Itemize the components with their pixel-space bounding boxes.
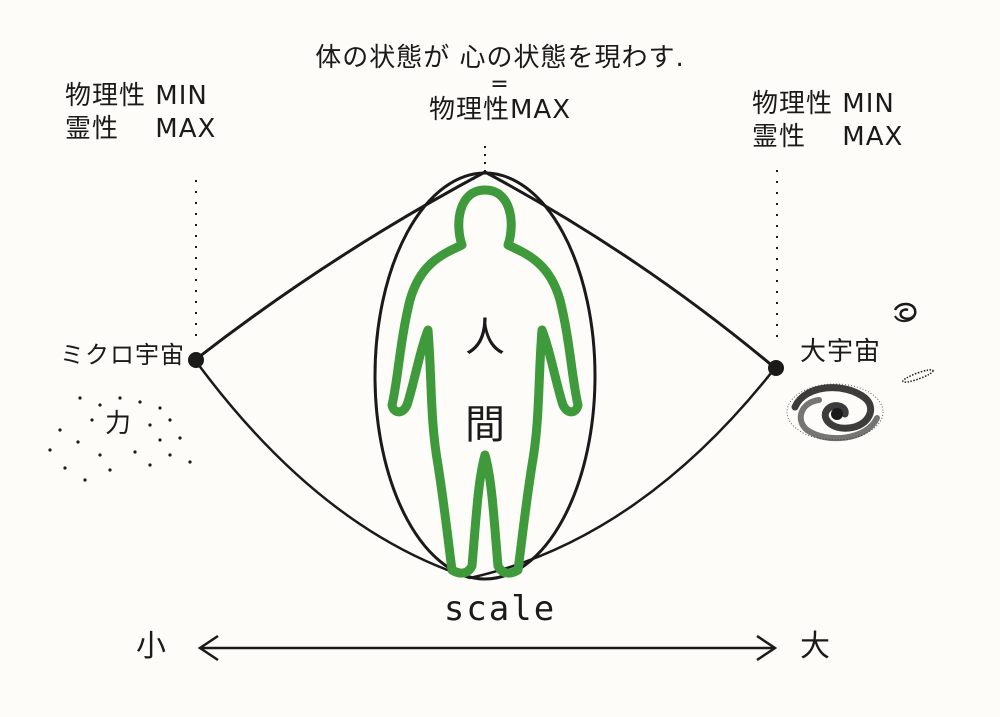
right-note: 物理性 MIN 霊性 MAX bbox=[752, 88, 903, 153]
scale-arrow bbox=[197, 634, 778, 662]
right-note-line1: 物理性 MIN bbox=[752, 89, 895, 119]
equals-sign: = bbox=[490, 71, 510, 97]
top-note-line1: 体の状態が 心の状態を現わす. bbox=[315, 43, 685, 73]
lower-right-curve bbox=[469, 367, 776, 580]
right-note-line2: 霊性 MAX bbox=[752, 121, 904, 152]
small-galaxy-icon bbox=[893, 302, 917, 322]
left-note: 物理性 MIN 霊性 MAX bbox=[65, 80, 216, 145]
left-note-line2: 霊性 MAX bbox=[65, 113, 217, 144]
left-note-line1: 物理性 MIN bbox=[65, 81, 208, 111]
human-label-char2: 間 bbox=[465, 402, 505, 448]
scale-large-label: 大 bbox=[800, 629, 831, 664]
micro-point bbox=[188, 352, 204, 368]
galaxy-icon bbox=[786, 383, 884, 442]
upper-left-curve bbox=[194, 170, 486, 362]
macro-cosmos-label: 大宇宙 bbox=[800, 337, 882, 367]
scale-small-label: 小 bbox=[136, 629, 167, 664]
human-label-char1: 人 bbox=[465, 315, 505, 361]
human-silhouette-icon bbox=[387, 185, 583, 578]
force-label: 力 bbox=[105, 409, 133, 439]
human-ellipse bbox=[373, 171, 597, 581]
scale-label: scale bbox=[443, 589, 557, 629]
top-note-line2: 物理性MAX bbox=[428, 95, 572, 126]
force-dots bbox=[48, 396, 192, 482]
macro-point bbox=[768, 360, 784, 376]
micro-cosmos-label: ミクロ宇宙 bbox=[60, 341, 185, 369]
lower-left-curve bbox=[193, 359, 471, 580]
top-note: 体の状態が 心の状態を現わす. = 物理性MAX bbox=[0, 42, 1000, 127]
distant-galaxy-icon bbox=[902, 369, 934, 383]
upper-right-curve bbox=[484, 170, 776, 370]
